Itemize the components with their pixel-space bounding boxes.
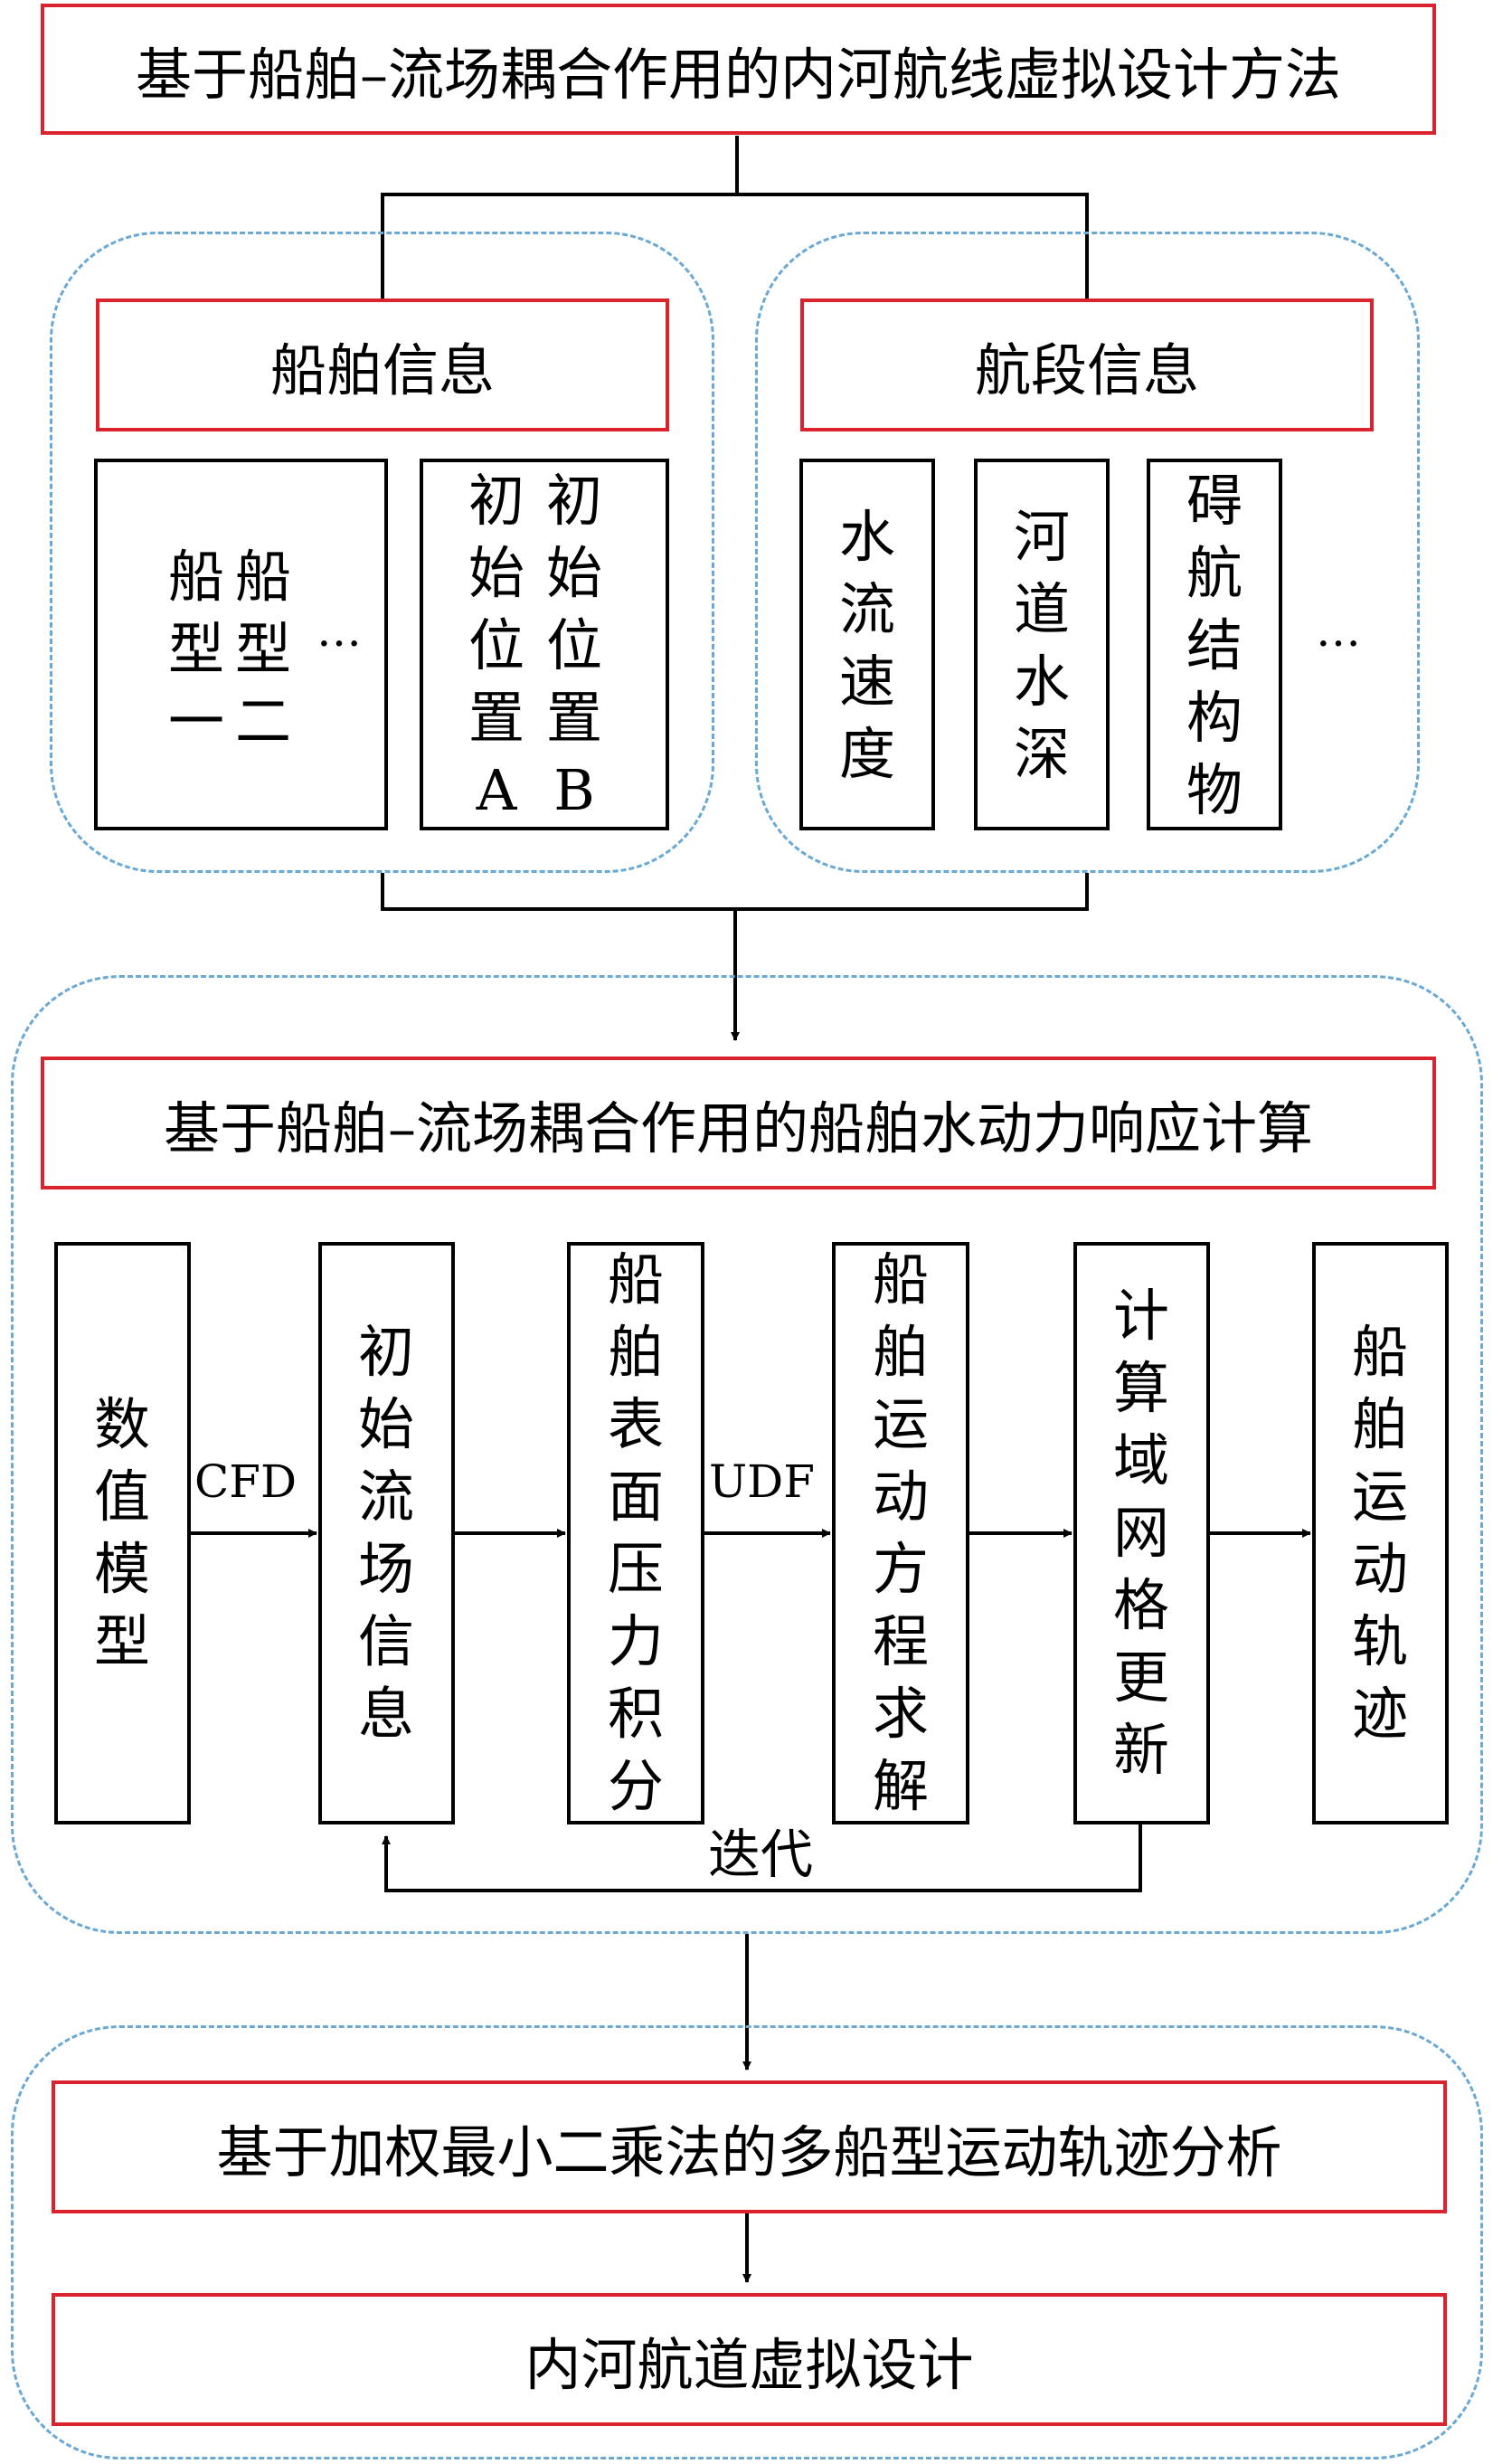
step-motion-equation-box: [832, 1242, 969, 1824]
initial-position-b: 初始位置B: [545, 468, 602, 823]
step-numerical-model-box: [54, 1242, 191, 1824]
title-box: 基于船舶–流场耦合作用的内河航线虚拟设计方法: [41, 4, 1436, 135]
step-mesh-update-text: 计算域网格更新: [1112, 1283, 1169, 1783]
calculation-header: 基于船舶–流场耦合作用的船舶水动力响应计算: [41, 1057, 1436, 1189]
river-depth-text: 河道水深: [1013, 504, 1070, 787]
analysis-header-text: 基于加权最小二乘法的多船型运动轨迹分析: [216, 2118, 1282, 2185]
water-flow-speed-box: [799, 459, 935, 830]
water-flow-speed-text: 水流速度: [838, 504, 895, 787]
analysis-header: 基于加权最小二乘法的多船型运动轨迹分析: [52, 2080, 1447, 2213]
river-depth-box: [974, 459, 1110, 830]
step-pressure-integration-text: 船舶表面压力积分: [607, 1246, 664, 1819]
step-numerical-model-text: 数值模型: [93, 1391, 150, 1674]
step-initial-flow-text: 初始流场信息: [357, 1319, 414, 1747]
ship-type-two: 船型二: [234, 544, 291, 754]
initial-position-box: [420, 459, 669, 830]
segment-info-group: [755, 232, 1420, 873]
step-initial-flow-box: [318, 1242, 455, 1824]
title-text: 基于船舶–流场耦合作用的内河航线虚拟设计方法: [135, 41, 1341, 108]
udf-label: UDF: [709, 1455, 815, 1508]
step-motion-equation-text: 船舶运动方程求解: [872, 1246, 929, 1819]
ship-info-header-text: 船舶信息: [269, 336, 495, 403]
segment-info-header-text: 航段信息: [974, 336, 1199, 403]
ship-type-one: 船型一: [167, 544, 224, 754]
step-trajectory-text: 船舶运动轨迹: [1351, 1319, 1408, 1747]
calculation-group: [11, 975, 1483, 1934]
ship-info-group: [50, 232, 714, 873]
calculation-header-text: 基于船舶–流场耦合作用的船舶水动力响应计算: [163, 1095, 1313, 1161]
segment-ellipsis: …: [1316, 604, 1361, 657]
step-pressure-integration-box: [567, 1242, 704, 1824]
obstruction-box: [1147, 459, 1282, 830]
step-mesh-update-box: [1073, 1242, 1210, 1824]
step-trajectory-box: [1312, 1242, 1449, 1824]
obstruction-text: 碍航结构物: [1186, 468, 1243, 823]
iteration-label: 迭代: [708, 1824, 814, 1885]
analysis-group: [11, 2025, 1483, 2459]
ship-type-box: [94, 459, 388, 830]
ship-info-header: 船舶信息: [96, 299, 669, 431]
ship-type-ellipsis: …: [317, 604, 362, 657]
cfd-label: CFD: [194, 1455, 298, 1508]
segment-info-header: 航段信息: [800, 299, 1374, 431]
result-box: 内河航道虚拟设计: [52, 2293, 1447, 2426]
result-text: 内河航道虚拟设计: [524, 2331, 974, 2398]
initial-position-a: 初始位置A: [468, 468, 524, 823]
